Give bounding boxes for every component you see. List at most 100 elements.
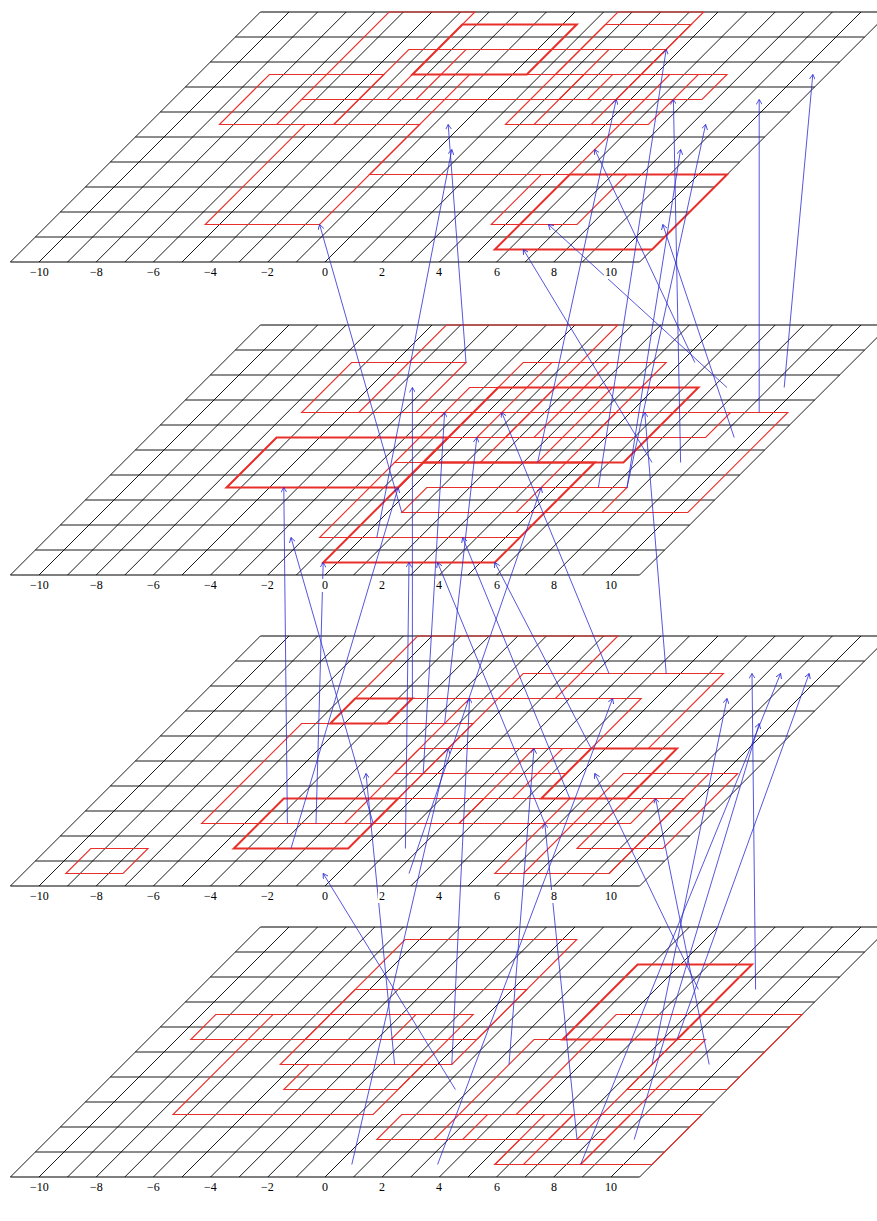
- grid-line: [260, 11, 877, 12]
- axis-tick-label: −8: [89, 266, 104, 279]
- axis-tick-label: −10: [29, 579, 50, 592]
- red-region: [627, 1015, 802, 1090]
- mapping-arrow: [320, 225, 402, 513]
- mapping-arrow: [495, 563, 591, 749]
- red-region: [284, 1065, 423, 1090]
- axis-tick-label: −2: [260, 266, 275, 279]
- grid-line: [153, 927, 403, 1177]
- axis-tick-label: 6: [493, 579, 501, 592]
- red-region: [395, 699, 642, 774]
- red-region: [423, 388, 698, 463]
- axis-tick-label: 0: [321, 1181, 329, 1194]
- mapping-arrow: [581, 674, 781, 1165]
- axis-tick-label: 8: [550, 890, 558, 903]
- grid-line: [39, 927, 289, 1177]
- mapping-arrow: [284, 488, 288, 824]
- axis-tick-label: −6: [146, 266, 161, 279]
- mapping-arrow: [452, 699, 470, 1065]
- axis-tick-label: −2: [260, 890, 275, 903]
- grid-line: [182, 636, 432, 886]
- axis-tick-label: 0: [321, 266, 329, 279]
- axis-tick-label: −10: [29, 266, 50, 279]
- red-region: [491, 175, 627, 225]
- mapping-arrow: [291, 488, 398, 849]
- red-region: [302, 12, 475, 100]
- grid-line: [211, 636, 461, 886]
- mapping-arrow: [759, 100, 760, 413]
- axis-tick-label: −6: [146, 1181, 161, 1194]
- red-region: [555, 12, 703, 75]
- mapping-arrow: [463, 538, 570, 799]
- mapping-arrow: [634, 724, 759, 1140]
- red-region: [320, 463, 595, 538]
- red-region: [227, 438, 449, 488]
- mapping-arrow: [548, 225, 727, 388]
- mapping-arrow: [545, 824, 577, 1140]
- axis-tick-label: 4: [435, 1181, 443, 1194]
- red-region: [398, 749, 562, 799]
- mapping-arrow: [595, 150, 695, 363]
- axis-tick-label: 10: [604, 266, 618, 279]
- mapping-arrow: [538, 100, 617, 463]
- grid-layer: [10, 12, 877, 262]
- grid-line: [10, 325, 260, 575]
- axis-tick-label: 2: [378, 1181, 386, 1194]
- red-region: [227, 438, 449, 488]
- red-region: [66, 849, 148, 874]
- mapping-arrow: [509, 749, 534, 1065]
- grid-line: [125, 927, 375, 1177]
- axis-tick-label: −10: [29, 890, 50, 903]
- red-region: [359, 325, 618, 413]
- grid-line: [182, 12, 432, 262]
- mapping-arrow: [405, 563, 409, 849]
- axis-tick-label: 10: [604, 890, 618, 903]
- mapping-arrow: [598, 50, 666, 488]
- grid-line: [96, 325, 346, 575]
- axis-tick-label: −8: [89, 890, 104, 903]
- axis-tick-label: 2: [378, 890, 386, 903]
- mapping-arrow: [663, 225, 734, 438]
- mapping-arrow: [366, 774, 395, 1065]
- grid-line: [96, 927, 346, 1177]
- red-region: [305, 940, 577, 1040]
- mapping-arrow: [423, 413, 444, 774]
- grid-layer: [10, 636, 877, 886]
- grid-line: [68, 927, 318, 1177]
- grid-line: [153, 636, 403, 886]
- grid-line: [640, 12, 877, 262]
- grid-line: [10, 636, 260, 886]
- axis-tick-label: 0: [321, 579, 329, 592]
- red-region: [191, 1015, 416, 1040]
- grid-line: [260, 926, 877, 927]
- red-region: [516, 1015, 702, 1115]
- axis-tick-label: −4: [203, 1181, 218, 1194]
- red-region: [355, 636, 618, 699]
- axis-tick-label: 4: [435, 579, 443, 592]
- mapping-arrow: [438, 563, 545, 824]
- axis-tick-label: 2: [378, 266, 386, 279]
- red-region: [459, 799, 656, 824]
- red-region: [434, 1040, 706, 1140]
- mapping-arrow: [627, 150, 681, 488]
- mapping-arrow: [291, 538, 373, 824]
- grid-line: [640, 325, 877, 575]
- axis-tick-label: −8: [89, 579, 104, 592]
- axis-tick-label: 8: [550, 1181, 558, 1194]
- mapping-arrow: [445, 438, 477, 724]
- mapping-arrow: [438, 699, 613, 1165]
- red-region: [330, 699, 412, 724]
- mapping-arrow: [316, 563, 323, 824]
- axis-tick-label: 8: [550, 266, 558, 279]
- red-region: [412, 25, 576, 75]
- grid-layer: [10, 325, 877, 575]
- mapping-arrow: [502, 413, 609, 674]
- mapping-arrow: [673, 100, 680, 463]
- axis-tick-label: 2: [378, 579, 386, 592]
- axis-tick-label: 10: [604, 579, 618, 592]
- axis-tick-label: 0: [321, 890, 329, 903]
- red-region: [505, 413, 730, 438]
- red-region: [402, 488, 627, 513]
- mapping-arrow: [412, 388, 413, 699]
- red-region: [377, 1115, 602, 1140]
